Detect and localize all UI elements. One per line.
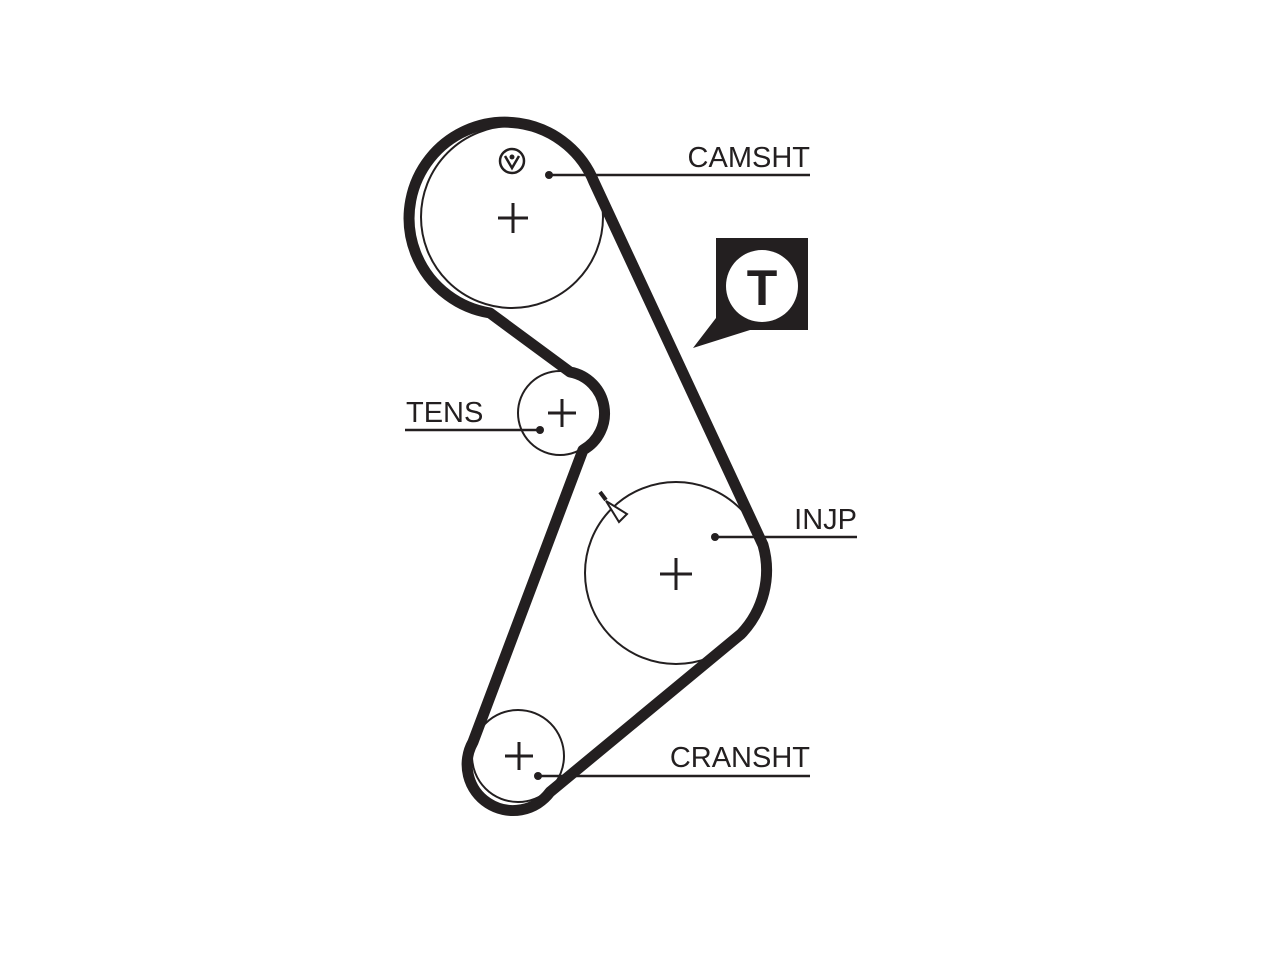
injection-pump-center-icon (660, 558, 692, 590)
camshaft-center-icon (498, 203, 528, 233)
tension-badge: T (693, 238, 808, 348)
tensioner-leader (405, 426, 544, 434)
timing-belt (403, 116, 772, 816)
camshaft-leader (545, 171, 810, 179)
crankshaft-leader (534, 772, 810, 780)
crankshaft-center-icon (505, 742, 533, 770)
injection-pump-leader (711, 533, 857, 541)
crankshaft-label: CRANSHT (670, 742, 810, 774)
camshaft-timing-mark-icon (498, 147, 526, 175)
tension-badge-letter: T (747, 260, 778, 316)
tensioner-label: TENS (406, 397, 483, 429)
camshaft-label: CAMSHT (688, 142, 811, 174)
tensioner-center-icon (548, 399, 576, 427)
injection-pump-label: INJP (794, 504, 857, 536)
injection-pump-timing-mark-icon (598, 490, 629, 524)
